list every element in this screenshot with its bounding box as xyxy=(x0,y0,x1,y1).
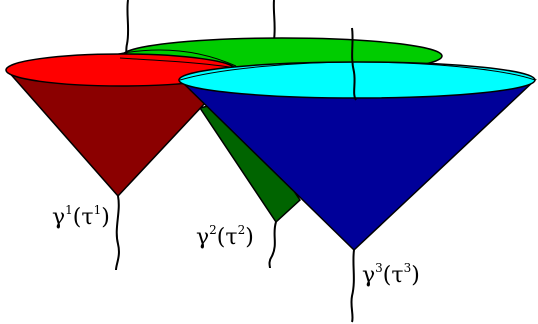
worldline-3-lower xyxy=(350,249,355,323)
cone-3-rim-back xyxy=(179,61,536,81)
cone-3-rim xyxy=(178,61,536,99)
label-gamma-1: γ1(τ1) xyxy=(52,203,110,230)
label-gamma-3: γ3(τ3) xyxy=(362,261,420,288)
rim-intersection-outline xyxy=(117,49,237,67)
worldline-2-lower xyxy=(268,221,277,269)
label-gamma-2: γ2(τ2) xyxy=(196,223,254,250)
worldline-1-lower xyxy=(115,195,120,271)
cone-gamma-3 xyxy=(178,27,537,323)
worldline-3-upper xyxy=(351,27,357,101)
cone-1-rim-inner xyxy=(119,57,237,69)
